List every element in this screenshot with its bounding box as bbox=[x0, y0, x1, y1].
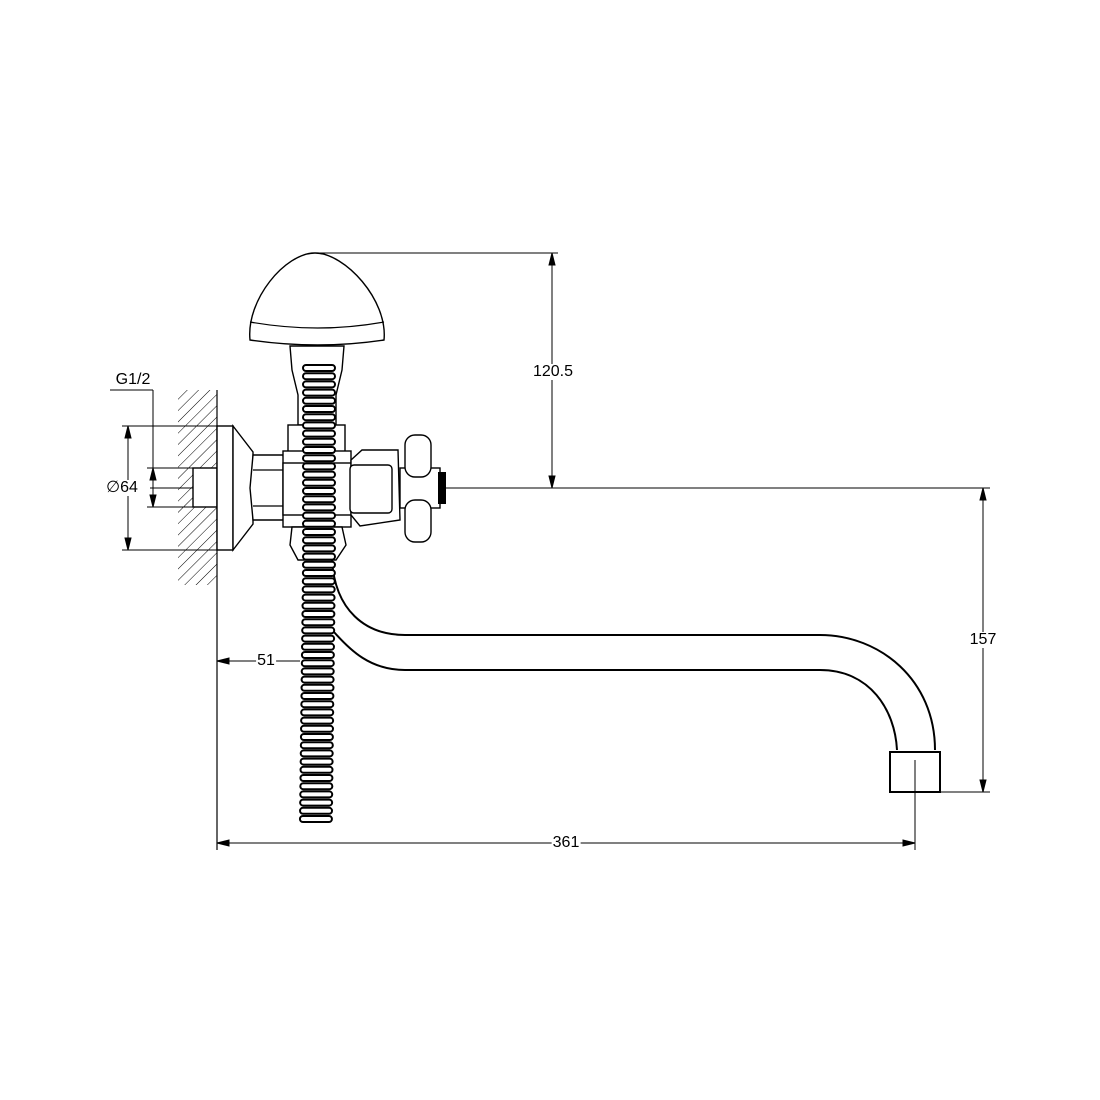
hose-coil bbox=[301, 560, 336, 569]
hose-coil bbox=[300, 692, 335, 700]
hose-coil bbox=[299, 757, 334, 766]
hose-coil bbox=[301, 585, 336, 594]
wall-offset-label: 51 bbox=[256, 652, 276, 669]
hose-coil bbox=[299, 790, 334, 799]
hose-coil bbox=[299, 733, 334, 741]
dimension-lines bbox=[110, 252, 990, 850]
hose-coil bbox=[302, 364, 336, 372]
hose-coil bbox=[302, 544, 336, 553]
hose-coil bbox=[301, 634, 336, 643]
hose-coil bbox=[302, 487, 336, 495]
hose-coil bbox=[299, 741, 334, 750]
hose-coil bbox=[300, 651, 335, 659]
hose-coil bbox=[302, 437, 336, 446]
hose-coil bbox=[298, 815, 333, 823]
hose-coil bbox=[302, 429, 336, 438]
hose-coil bbox=[299, 806, 334, 815]
hose-coil bbox=[302, 405, 336, 413]
wall bbox=[178, 390, 218, 850]
hose-coil bbox=[299, 798, 334, 807]
hose-coil bbox=[302, 396, 336, 405]
wall-flange bbox=[192, 423, 287, 553]
hose-coil bbox=[301, 577, 336, 586]
hose-coil bbox=[302, 511, 336, 520]
spout bbox=[331, 559, 941, 793]
hose-coil bbox=[302, 478, 336, 487]
height-dimension-label: 120.5 bbox=[531, 363, 575, 380]
hose-coil bbox=[301, 618, 336, 627]
hose-coil bbox=[299, 782, 334, 791]
hose-coil bbox=[300, 667, 335, 676]
hose-coil bbox=[300, 683, 335, 692]
hose-coil bbox=[302, 503, 336, 512]
hose-coil bbox=[302, 519, 336, 528]
hose-coil bbox=[300, 659, 335, 668]
hose-coil bbox=[300, 642, 335, 651]
hose-coil bbox=[302, 421, 336, 430]
hose-coil bbox=[301, 610, 336, 618]
hose-coil bbox=[300, 708, 335, 717]
flange-diameter-label: ∅64 bbox=[105, 479, 139, 496]
hose-coil bbox=[299, 774, 334, 782]
hose-coil bbox=[302, 380, 336, 389]
hose-coil bbox=[301, 601, 336, 610]
hose-coil bbox=[302, 552, 336, 561]
hose-coil bbox=[300, 700, 335, 709]
hose-coil bbox=[299, 765, 334, 774]
hose-coil bbox=[302, 413, 336, 422]
hose-coil bbox=[300, 675, 335, 684]
hose-coil bbox=[300, 716, 335, 725]
hose-coil bbox=[302, 388, 336, 397]
hose-coil bbox=[301, 593, 336, 602]
hose-coil bbox=[302, 528, 336, 536]
hose-coil bbox=[302, 446, 336, 454]
hose-coil bbox=[302, 470, 336, 479]
reach-dimension-label: 361 bbox=[551, 834, 581, 851]
thread-label: G1/2 bbox=[115, 371, 151, 388]
hose-coil bbox=[299, 749, 334, 758]
spout-drop-label: 157 bbox=[968, 631, 998, 648]
shower-hose bbox=[298, 364, 336, 823]
hose-coil bbox=[302, 454, 336, 463]
hose-coil bbox=[302, 462, 336, 471]
hose-coil bbox=[300, 724, 335, 733]
hose-coil bbox=[302, 536, 336, 545]
hose-coil bbox=[301, 626, 336, 635]
hose-coil bbox=[302, 495, 336, 504]
hose-coil bbox=[302, 372, 336, 381]
hose-coil bbox=[301, 569, 336, 577]
